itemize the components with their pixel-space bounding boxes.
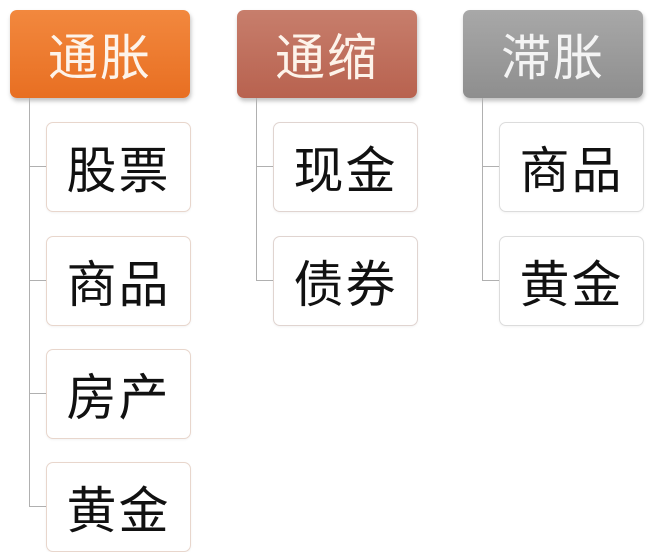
header-inflation: 通胀 xyxy=(10,10,190,98)
asset-box-commodities: 商品 xyxy=(46,236,191,326)
asset-box-bonds: 债券 xyxy=(273,236,418,326)
connector-line xyxy=(29,280,46,281)
connector-line xyxy=(256,166,273,167)
connector-line xyxy=(482,98,483,280)
connector-line xyxy=(482,166,499,167)
asset-box-cash: 现金 xyxy=(273,122,418,212)
connector-line xyxy=(29,506,46,507)
asset-box-commodities: 商品 xyxy=(499,122,644,212)
asset-box-stocks: 股票 xyxy=(46,122,191,212)
header-stagflation: 滞胀 xyxy=(463,10,643,98)
connector-line xyxy=(256,280,273,281)
connector-line xyxy=(29,393,46,394)
connector-line xyxy=(29,98,30,507)
connector-line xyxy=(256,98,257,280)
asset-box-gold: 黄金 xyxy=(499,236,644,326)
connector-line xyxy=(482,280,499,281)
connector-line xyxy=(29,166,46,167)
header-deflation: 通缩 xyxy=(237,10,417,98)
asset-box-gold: 黄金 xyxy=(46,462,191,552)
asset-box-real-estate: 房产 xyxy=(46,349,191,439)
